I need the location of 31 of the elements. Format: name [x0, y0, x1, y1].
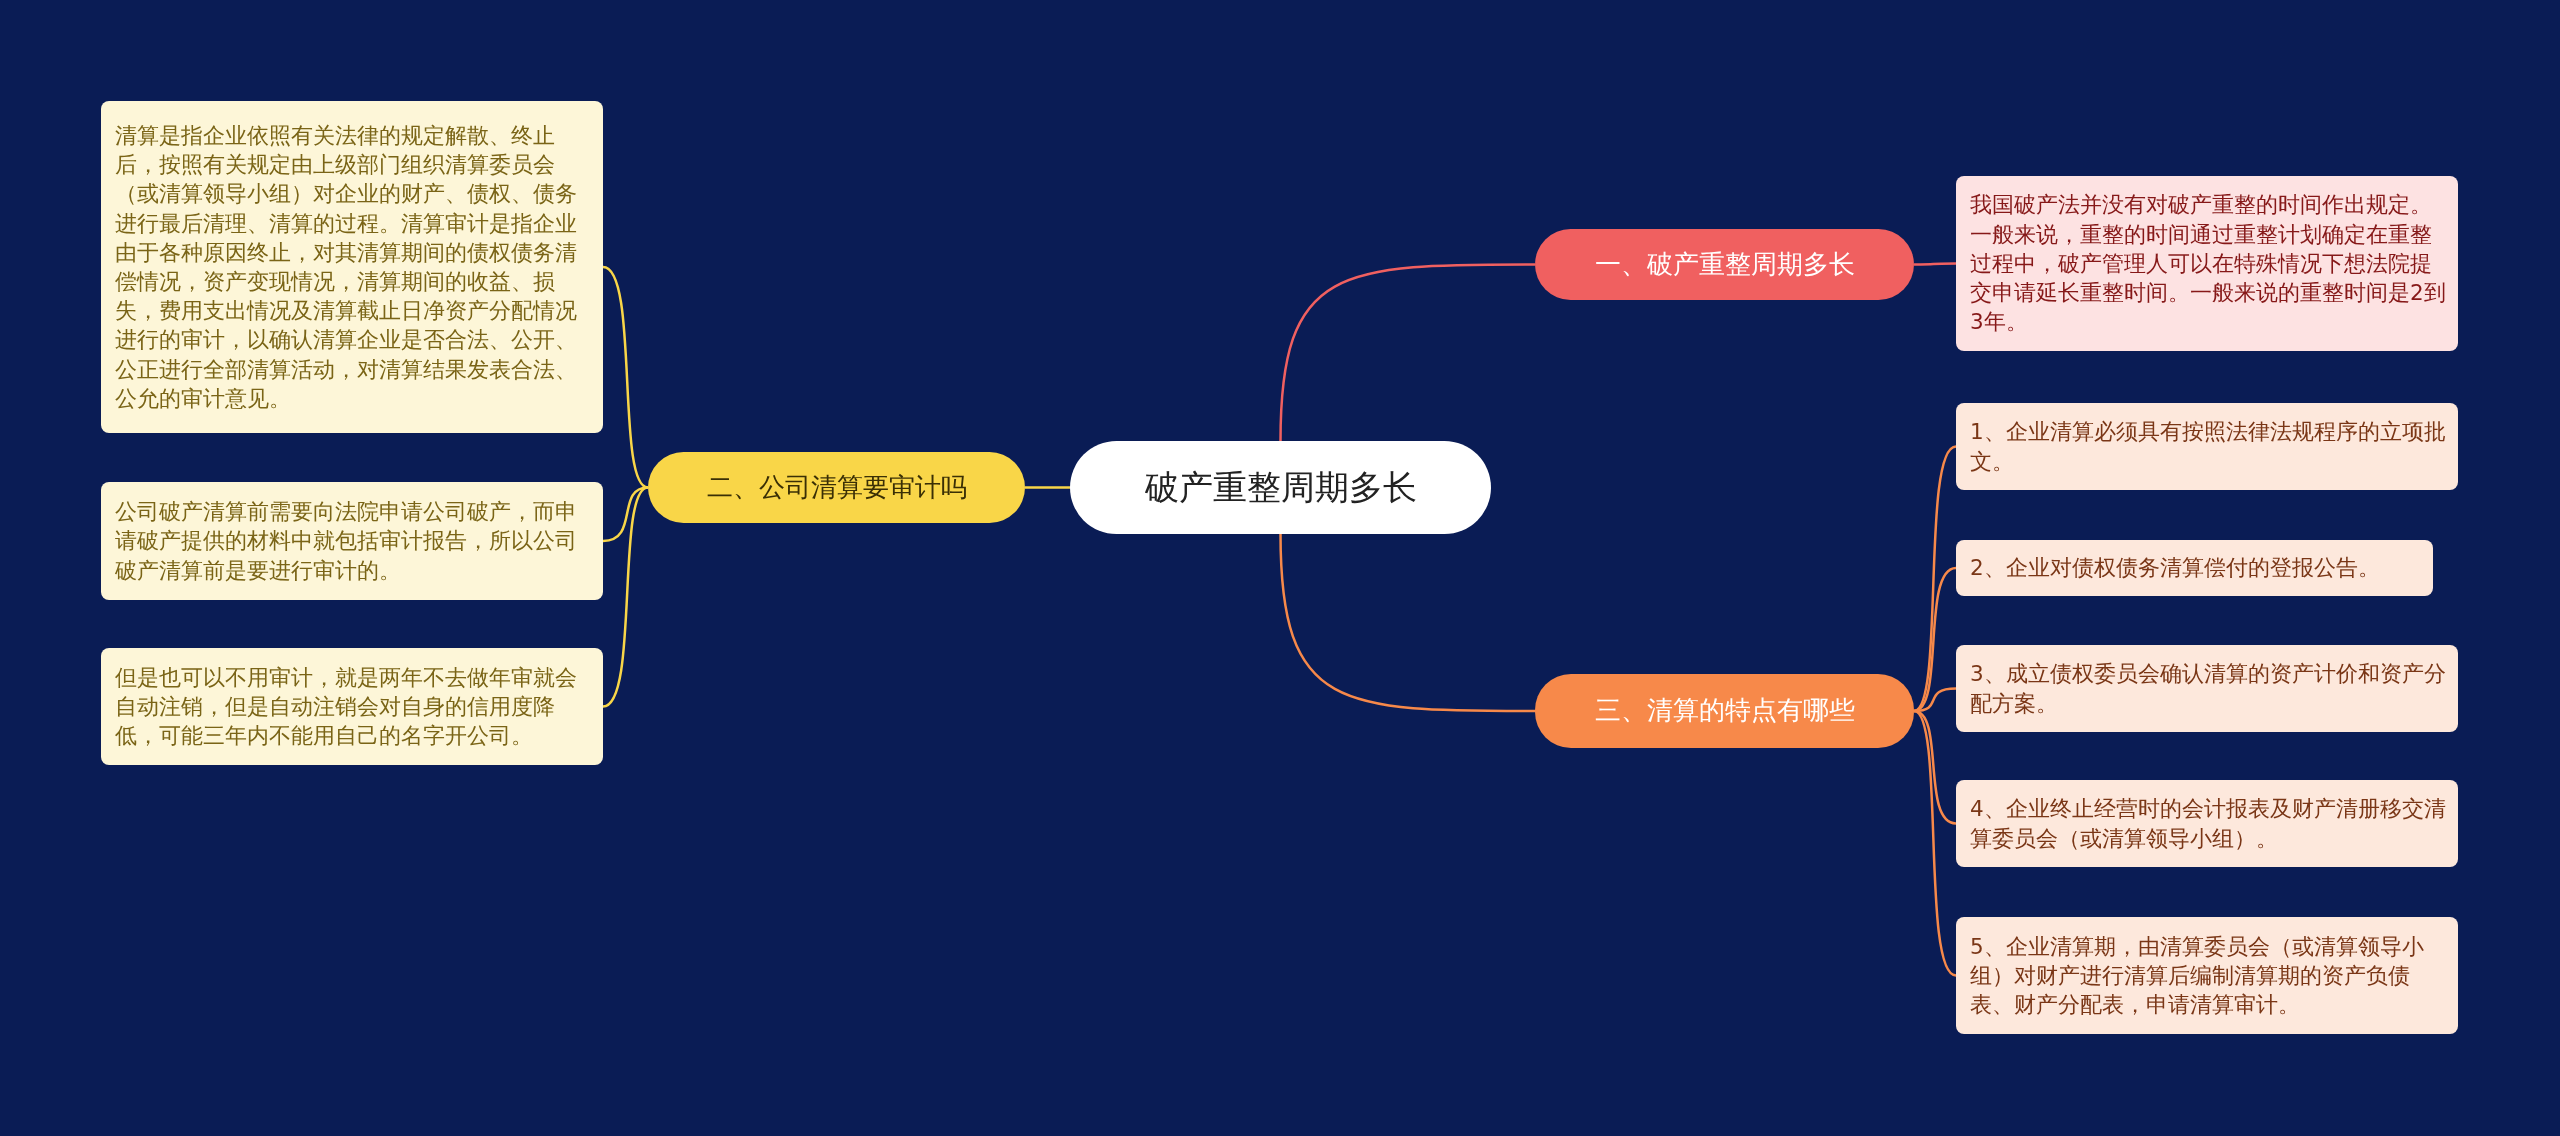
topic-label: 三、清算的特点有哪些: [1594, 695, 1855, 727]
note-card: [1956, 176, 2458, 351]
topic-label: 一、破产重整周期多长: [1594, 248, 1855, 281]
connector-line: [1279, 533, 1535, 713]
connector-line: [1913, 566, 1957, 713]
note-text: 但是也可以不用审计，就是两年不去做年审就会自动注销，但是自动注销会对自身的信用度降低，可能三年内不能用自己的名字开公司。: [115, 663, 578, 751]
note-card: [1956, 403, 2458, 490]
connector-line: [1913, 445, 1957, 712]
topic-label: 二、公司清算要审计吗: [706, 471, 967, 504]
topic-label: 破产重整周期多长: [1144, 467, 1417, 508]
note-card: [101, 482, 603, 600]
note-card: [1956, 917, 2458, 1034]
connector-line: [602, 486, 649, 708]
note-text: 3、成立债权委员会确认清算的资产计价和资产分配方案。: [1970, 660, 2446, 718]
connector-line: [602, 265, 649, 489]
connector-line: [1025, 486, 1070, 489]
note-text: 4、企业终止经营时的会计报表及财产清册移交清算委员会（或清算领导小组）。: [1970, 795, 2446, 853]
note-text: 1、企业清算必须具有按照法律法规程序的立项批文。: [1970, 418, 2446, 476]
note-card: [101, 648, 603, 765]
note-text: 5、企业清算期，由清算委员会（或清算领导小组）对财产进行清算后编制清算期的资产负债表、财产分配表，申请清算审计。: [1970, 932, 2425, 1020]
note-card: [1956, 780, 2458, 867]
note-text: 公司破产清算前需要向法院申请公司破产，而申请破产提供的材料中就包括审计报告，所以公司破产清算前是要进行审计的。: [115, 498, 578, 585]
note-card: [1956, 645, 2458, 732]
note-text: 2、企业对债权债务清算偿付的登报公告。: [1970, 554, 2380, 583]
connector-line: [1913, 710, 1957, 977]
note-card: [101, 101, 603, 433]
note-card: [1956, 540, 2433, 596]
connector-line: [1279, 263, 1535, 442]
connector-line: [1914, 262, 1956, 266]
note-text: 清算是指企业依照有关法律的规定解散、终止后，按照有关规定由上级部门组织清算委员会（或清算领导小组）对企业的财产、债权、债务进行最后清理、清算的过程。清算审计是指企业由于各种原因终止，对其清算期间的债权债务清偿情况，资产变现情况，清算期间的收益、损失，费用支出情况及清算截止日净资产分配情况进行的审计，以确认清算企业是否合法、公开、公正进行全部清算活动，对清算结果发表合法、公允的审计意见。: [115, 121, 578, 413]
note-text: 我国破产法并没有对破产重整的时间作出规定。一般来说，重整的时间通过重整计划确定在重整过程中，破产管理人可以在特殊情况下想法院提交申请延长重整时间。一般来说的重整时间是2到3年。: [1970, 191, 2446, 337]
